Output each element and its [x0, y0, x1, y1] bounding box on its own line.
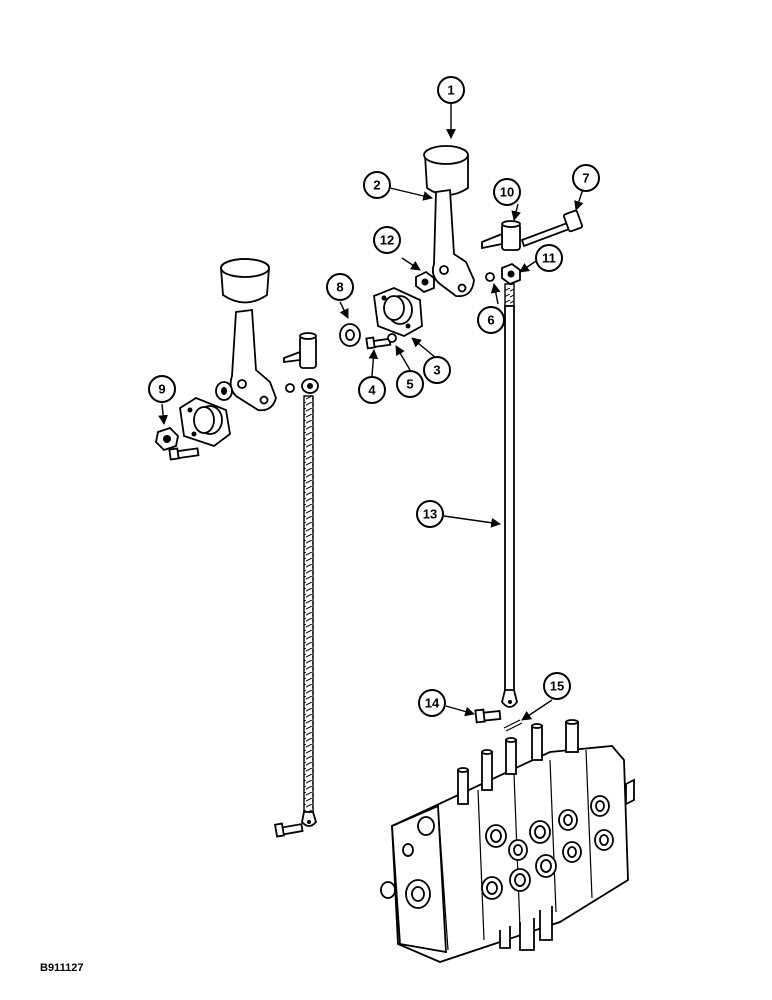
svg-text:15: 15: [550, 679, 564, 694]
callout-3: 3: [423, 356, 451, 384]
left-control-rod: [301, 395, 318, 827]
callout-2: 2: [363, 171, 391, 199]
svg-text:12: 12: [380, 233, 394, 248]
callout-9: 9: [148, 375, 176, 403]
svg-text:2: 2: [373, 178, 380, 193]
callout-1: 1: [437, 76, 465, 104]
svg-text:4: 4: [368, 383, 376, 398]
control-rod-13-part: [501, 283, 518, 708]
svg-text:9: 9: [158, 382, 165, 397]
svg-text:10: 10: [500, 185, 514, 200]
pin-14-part: [474, 708, 502, 724]
svg-text:13: 13: [423, 507, 437, 522]
ball-joint-10-part: [481, 220, 521, 251]
callout-13: 13: [416, 500, 444, 528]
callout-4: 4: [358, 376, 386, 404]
left-lever-assembly: [155, 258, 319, 838]
bracket-part: [373, 287, 423, 337]
callout-5: 5: [396, 370, 424, 398]
left-nut-b: [301, 378, 319, 394]
svg-text:3: 3: [433, 363, 440, 378]
left-nut-a: [215, 381, 233, 401]
svg-text:6: 6: [487, 313, 494, 328]
nut-11-part: [501, 262, 521, 286]
callout-8: 8: [326, 273, 354, 301]
left-small-bolt: [168, 447, 200, 461]
callout-10: 10: [493, 178, 521, 206]
callout-12: 12: [373, 226, 401, 254]
svg-text:1: 1: [447, 83, 454, 98]
svg-text:8: 8: [336, 280, 343, 295]
figure-id: B911127: [40, 962, 84, 974]
left-lever: [229, 308, 277, 412]
svg-text:14: 14: [425, 696, 440, 711]
callout-7: 7: [572, 164, 600, 192]
leader-lines: [158, 104, 585, 721]
svg-text:7: 7: [582, 171, 589, 186]
bolt-7-part: [520, 209, 583, 248]
knob-part: [423, 145, 469, 196]
control-valve: [380, 719, 635, 963]
right-lever-assembly: [339, 145, 583, 732]
cotter-pin-15-part: [503, 719, 523, 732]
bolt-4-part: [365, 336, 392, 350]
callout-15: 15: [543, 672, 571, 700]
left-bracket: [179, 396, 231, 448]
washer-8-part: [339, 323, 361, 347]
valve-spools: [457, 719, 579, 805]
callout-14: 14: [418, 689, 446, 717]
lock-washer-6-part: [485, 272, 495, 282]
lever-part: [431, 188, 475, 298]
left-ball-joint: [283, 332, 317, 369]
nut-12-part: [415, 270, 435, 294]
callout-6: 6: [477, 306, 505, 334]
nut-9-part: [155, 426, 179, 452]
svg-text:11: 11: [542, 251, 556, 266]
svg-text:5: 5: [406, 377, 413, 392]
callout-11: 11: [535, 244, 563, 272]
lock-washer-5-part: [387, 333, 397, 343]
left-lock-washer: [285, 383, 295, 393]
left-bottom-pin: [273, 822, 304, 838]
left-knob: [220, 258, 270, 304]
